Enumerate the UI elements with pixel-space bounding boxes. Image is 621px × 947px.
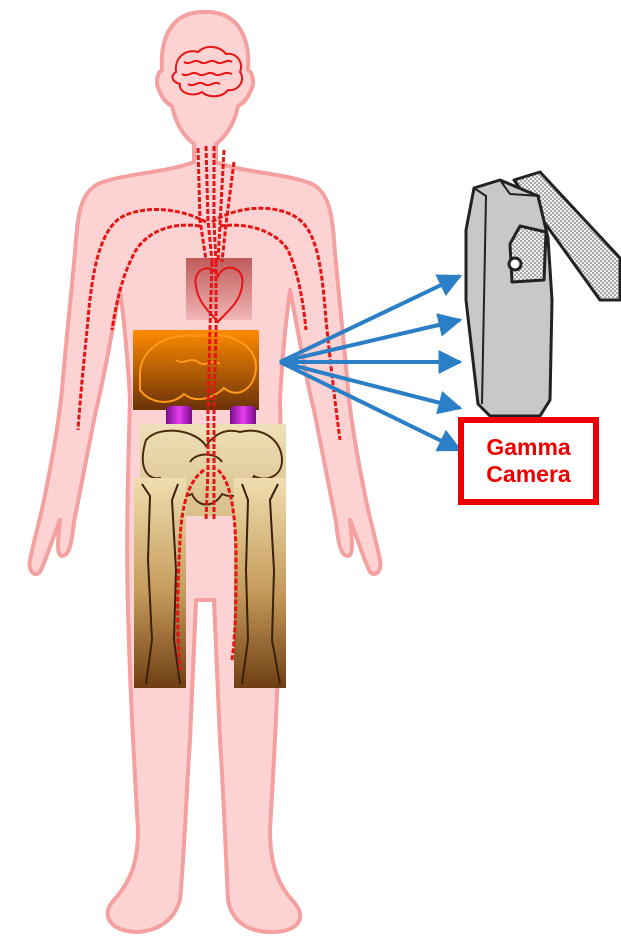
gamma-camera-label-line1: Gamma [486, 434, 570, 461]
gamma-camera-label-line2: Camera [486, 461, 570, 488]
right-femur [234, 478, 286, 688]
camera-head [466, 180, 552, 416]
camera-mount [510, 226, 546, 282]
gamma-camera-label: Gamma Camera [458, 417, 599, 505]
arrow-5 [280, 362, 460, 450]
camera-pivot [509, 258, 521, 270]
gamma-camera-device [466, 172, 620, 416]
